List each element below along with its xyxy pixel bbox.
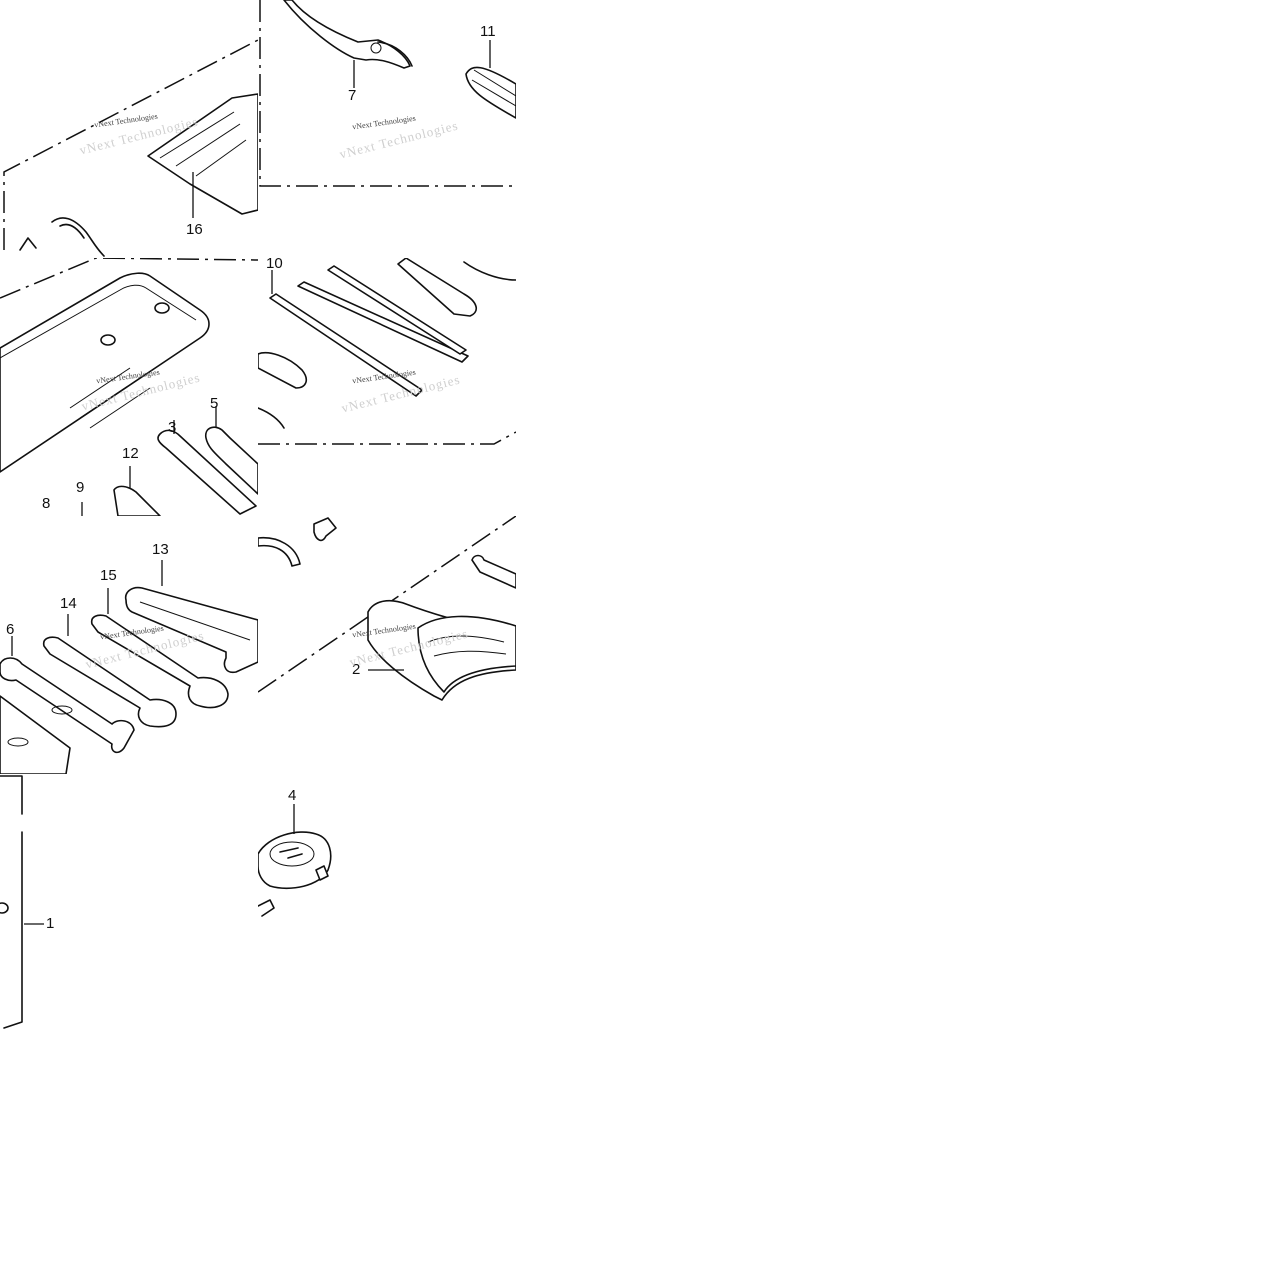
callout-12: 12	[122, 445, 139, 462]
callout-14: 14	[60, 595, 77, 612]
tile-drivers-10-spanners	[258, 258, 516, 516]
tile-tool-bag-16	[0, 0, 258, 258]
tile-pliers-7-driver-11	[258, 0, 516, 258]
callout-8: 8	[42, 495, 51, 512]
callout-6: 6	[6, 621, 15, 638]
tile-wrenches-13-15-14-6	[0, 516, 258, 774]
tile-wrench-4	[258, 774, 516, 1032]
callout-4: 4	[288, 787, 297, 804]
callout-9: 9	[76, 479, 85, 496]
callout-3: 3	[168, 419, 177, 436]
callout-13: 13	[152, 541, 169, 558]
tile-bag-2	[258, 516, 516, 774]
callout-10: 10	[266, 255, 283, 272]
tile-tool-roll-wrenches	[0, 258, 258, 516]
callout-2: 2	[352, 661, 361, 678]
callout-16: 16	[186, 221, 203, 238]
callout-11: 11	[480, 23, 496, 40]
callout-1: 1	[46, 915, 55, 932]
callout-7: 7	[348, 87, 357, 104]
tile-kit-assembly-1	[0, 774, 258, 1032]
callout-5: 5	[210, 395, 219, 412]
callout-15: 15	[100, 567, 117, 584]
